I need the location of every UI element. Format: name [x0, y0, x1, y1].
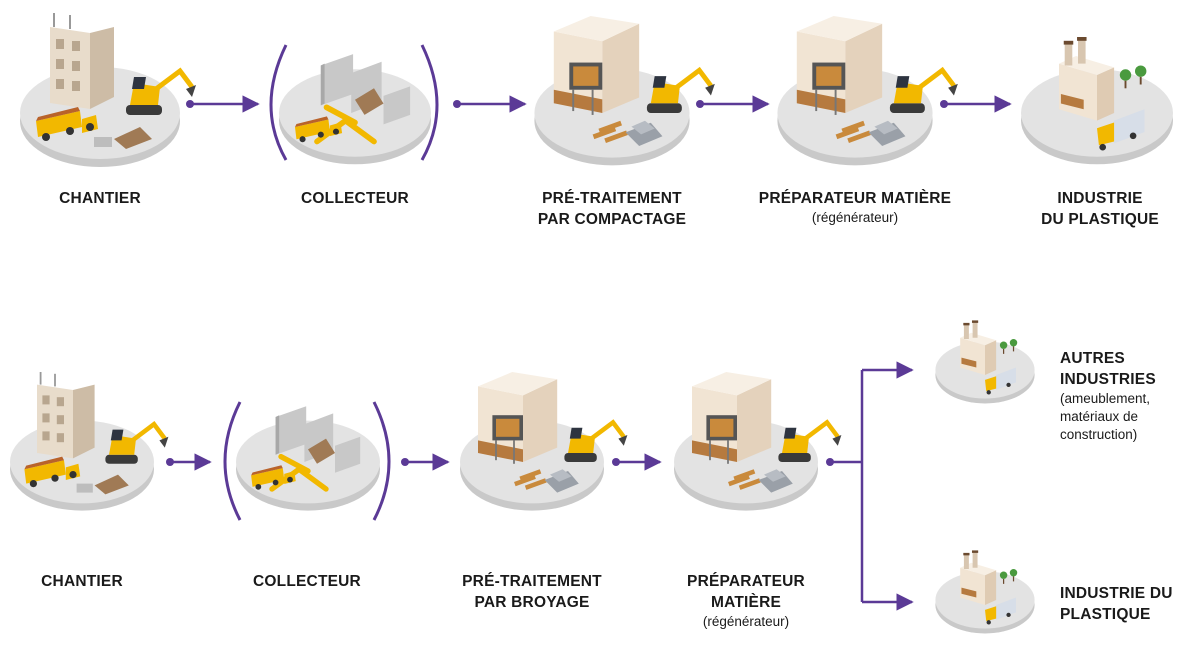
collector-left-bracket	[223, 401, 242, 521]
pretreatment-plant-icon	[460, 372, 627, 511]
collector-icon	[236, 406, 380, 510]
flow-arrow	[696, 95, 770, 113]
construction-site-icon	[10, 372, 168, 511]
factory-icon	[935, 550, 1034, 633]
collector-icon	[279, 54, 431, 164]
material-preparer-icon	[674, 372, 841, 511]
stage-label-collecteur: COLLECTEUR	[253, 573, 361, 590]
stage-label-chantier: CHANTIER	[41, 573, 123, 590]
stage-label-pretraitement: PRÉ-TRAITEMENT PAR COMPACTAGE	[537, 190, 687, 228]
stage-label-pretraitement: PRÉ-TRAITEMENT PAR BROYAGE	[462, 573, 602, 611]
factory-icon	[935, 320, 1034, 403]
stage-label-industrie: INDUSTRIE DU PLASTIQUE	[1041, 190, 1159, 228]
stage-label-collecteur: COLLECTEUR	[301, 190, 409, 207]
material-preparer-icon	[777, 16, 957, 165]
flow-arrow	[940, 95, 1012, 113]
pretreatment-plant-icon	[534, 16, 714, 165]
flow-arrow	[186, 95, 260, 113]
collector-left-bracket	[269, 44, 288, 161]
branch-label-industrie-plastique: INDUSTRIE DU PLASTIQUE	[1060, 585, 1173, 623]
top-flow	[20, 13, 1173, 167]
flow-arrow	[166, 453, 212, 471]
collector-right-bracket	[372, 401, 391, 521]
stage-label-chantier: CHANTIER	[59, 190, 141, 207]
flow-arrow	[401, 453, 450, 471]
construction-site-icon	[20, 13, 196, 167]
stage-label-preparateur: PRÉPARATEUR MATIÈRE (régénérateur)	[758, 190, 952, 225]
stage-label-preparateur: PRÉPARATEUR MATIÈRE (régénérateur)	[687, 573, 805, 629]
branch-arrow	[826, 361, 914, 611]
flow-arrow	[612, 453, 662, 471]
bottom-flow	[10, 320, 1035, 633]
collector-right-bracket	[420, 44, 439, 161]
branch-label-autres-industries: AUTRES INDUSTRIES (ameublement, matériau…	[1060, 350, 1156, 442]
flow-arrow	[453, 95, 527, 113]
factory-icon	[1021, 37, 1173, 164]
